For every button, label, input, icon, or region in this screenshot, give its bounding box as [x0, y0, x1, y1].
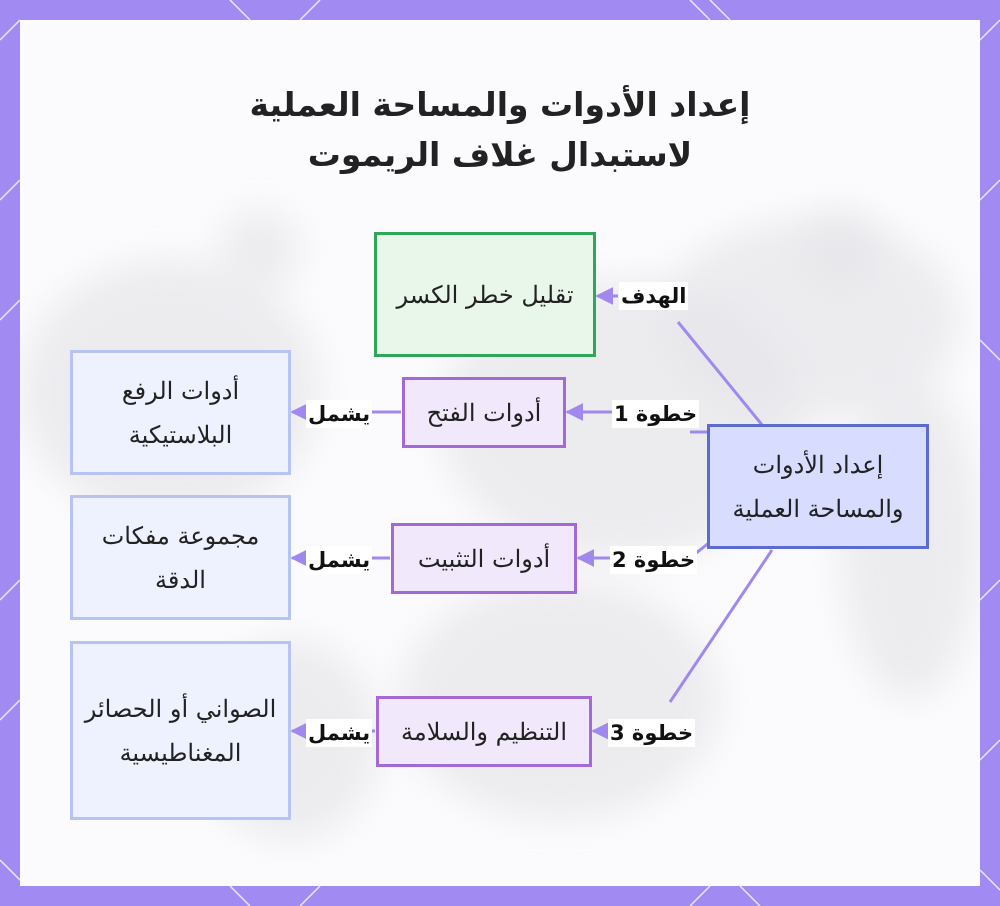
leaf2-node[interactable]: مجموعة مفكات الدقة — [70, 495, 291, 620]
background-blur — [800, 210, 880, 290]
root-node[interactable]: إعداد الأدوات والمساحة العملية — [707, 424, 929, 549]
leaf3-node-label: الصواني أو الحصائر المغناطيسية — [84, 694, 277, 767]
edge-label-includes-3: يشمل — [306, 719, 373, 747]
step1-node[interactable]: أدوات الفتح — [402, 377, 566, 448]
step2-node-label: أدوات التثبيت — [417, 544, 551, 573]
background-blur — [220, 210, 300, 290]
leaf1-node[interactable]: أدوات الرفع البلاستيكية — [70, 350, 291, 475]
connector-root-goal — [676, 321, 765, 427]
edge-label-goal: الهدف — [619, 282, 689, 310]
connectors — [290, 287, 774, 740]
root-node-label: إعداد الأدوات والمساحة العملية — [732, 450, 904, 523]
connector-root-step3 — [668, 549, 774, 703]
step3-node[interactable]: التنظيم والسلامة — [376, 696, 592, 767]
title-line-2: لاستبدال غلاف الريموت — [307, 135, 693, 174]
edge-label-includes-1: يشمل — [306, 400, 373, 428]
step1-node-label: أدوات الفتح — [426, 398, 542, 427]
edge-label-step3: خطوة 3 — [608, 719, 696, 747]
edge-label-step2: خطوة 2 — [610, 546, 698, 574]
goal-node[interactable]: تقليل خطر الكسر — [374, 232, 596, 357]
leaf2-node-label: مجموعة مفكات الدقة — [101, 521, 260, 594]
goal-node-label: تقليل خطر الكسر — [396, 280, 574, 309]
title-line-1: إعداد الأدوات والمساحة العملية — [249, 85, 751, 124]
edge-label-step1: خطوة 1 — [612, 400, 700, 428]
leaf1-node-label: أدوات الرفع البلاستيكية — [121, 376, 240, 449]
diagram-title: إعداد الأدوات والمساحة العملية لاستبدال … — [20, 80, 980, 180]
step2-node[interactable]: أدوات التثبيت — [391, 523, 577, 594]
leaf3-node[interactable]: الصواني أو الحصائر المغناطيسية — [70, 641, 291, 820]
step3-node-label: التنظيم والسلامة — [400, 717, 568, 746]
edge-label-includes-2: يشمل — [306, 546, 373, 574]
diagram-canvas: إعداد الأدوات والمساحة العملية لاستبدال … — [20, 20, 980, 886]
